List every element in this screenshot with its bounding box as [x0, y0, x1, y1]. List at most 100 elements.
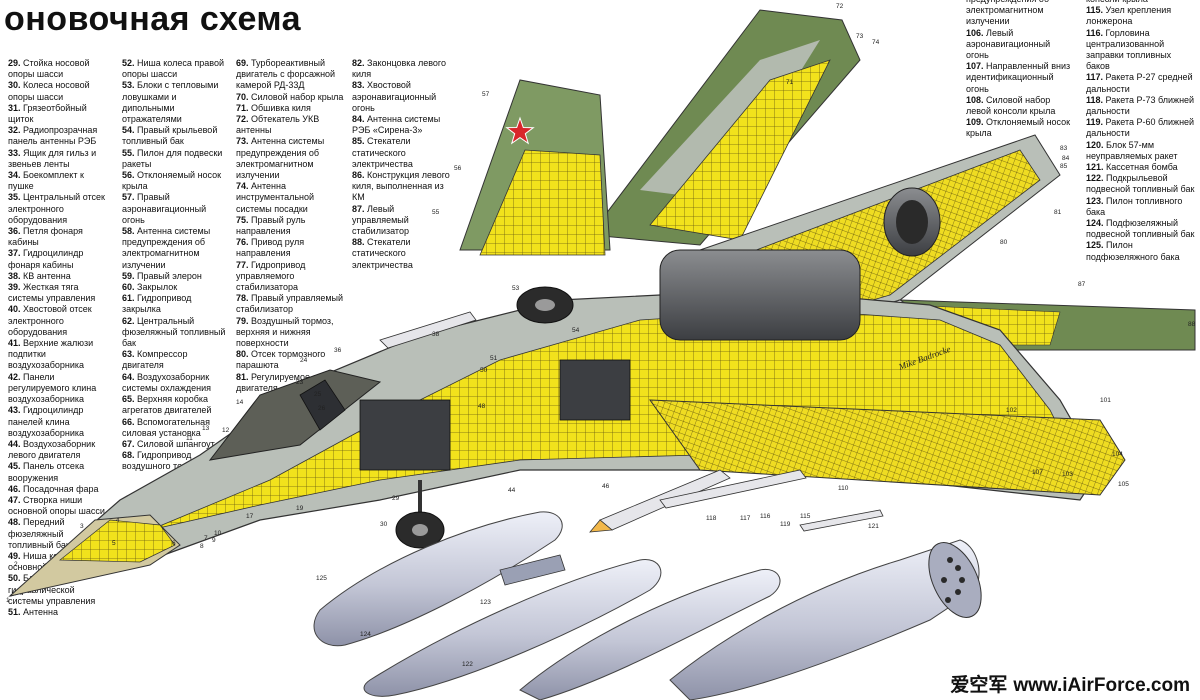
legend-item-number: 45. — [8, 461, 24, 472]
legend-item-text: Центральный фюзеляжный топливный бак — [122, 315, 226, 349]
legend-item: 58. Антенна системы предупреждения об эл… — [122, 226, 230, 271]
legend-item-number: 67. — [122, 438, 138, 449]
legend-item: 117. Ракета Р-27 средней дальности — [1086, 72, 1196, 94]
legend-item-number: 119. — [1086, 117, 1106, 128]
callout-number: 88 — [1188, 321, 1196, 328]
callout-number: 85 — [1060, 163, 1068, 170]
legend-item-number: 63. — [122, 349, 138, 360]
legend-item: 55. Пилон для подвески ракеты — [122, 148, 230, 170]
rocket-pod-tubes — [941, 557, 965, 603]
watermark-cjk: 爱空军 — [950, 674, 1008, 696]
legend-item-text: Верхняя коробка агрегатов двигателей — [122, 394, 212, 416]
legend-item-number: 77. — [236, 259, 252, 270]
callout-number: 8 — [200, 543, 204, 550]
legend-item-text: Гидропривод воздушного тормоза — [122, 450, 208, 472]
avionics-bay-2 — [559, 359, 631, 421]
legend-item-text: Антенна инструментальной системы посадки — [236, 181, 315, 214]
legend-item: 63. Компрессор двигателя — [122, 349, 230, 371]
callout-number: 121 — [868, 523, 879, 530]
legend-item-text: Верхние жалюзи подпитки воздухозаборника — [8, 338, 94, 371]
legend-item: 44. Воздухозаборник левого двигателя — [8, 439, 110, 461]
legend-item: 124. Подфюзеляжный подвесной топливный б… — [1086, 218, 1196, 240]
legend-column-3: 69. Турбореактивный двигатель с форсажно… — [236, 58, 344, 394]
legend-item: 36. Петля фонаря кабины — [8, 226, 110, 248]
legend-column-5: предупреждения об электромагнитном излуч… — [966, 0, 1074, 140]
legend-item-text: КВ антенна — [23, 270, 71, 281]
legend-item-text: Привод руля направления — [236, 237, 305, 259]
legend-item-number: 43. — [8, 405, 24, 416]
legend-item-text: Подкрыльевой подвесной топливный бак — [1086, 173, 1195, 195]
nose-structure — [59, 519, 176, 563]
legend-item: 87. Левый управляемый стабилизатор — [352, 204, 452, 238]
right-fin-structure-cutaway — [649, 59, 831, 241]
legend-item-number: 117. — [1086, 72, 1106, 83]
legend-item-text: Пилон подфюзеляжного бака — [1086, 240, 1180, 262]
legend-item: 76. Привод руля направления — [236, 237, 344, 259]
legend-item-text: Стойка носовой опоры шасси — [8, 58, 90, 80]
callout-number: 119 — [780, 521, 791, 528]
legend-item-text: Закрылок — [137, 282, 178, 293]
callout-number: 105 — [1118, 481, 1129, 488]
legend-item-text: Силовой набор крыла — [251, 91, 344, 102]
left-wing — [648, 399, 1126, 496]
callout-number: 44 — [508, 487, 516, 494]
legend-item-number: 72. — [236, 114, 252, 125]
callout-number: 25 — [314, 391, 322, 398]
legend-item: 121. Кассетная бомба — [1086, 162, 1196, 173]
legend-item-number: 53. — [122, 80, 138, 91]
legend-item-text: Петля фонаря кабины — [8, 226, 83, 248]
legend-item-text: Воздушный тормоз, верхняя и нижняя повер… — [236, 315, 334, 349]
legend-item-text: Ракета Р-27 средней дальности — [1086, 72, 1193, 94]
legend-item: 109. Отклоняемый носок крыла — [966, 117, 1074, 139]
legend-item-text: Вспомогательная силовая установка — [122, 416, 210, 438]
legend-item: 81. Регулируемое сопло двигателя — [236, 372, 344, 394]
legend-item-text: Жесткая тяга системы управления — [8, 282, 96, 304]
callout-number: 5 — [112, 540, 116, 547]
legend-item-text: Правый элерон — [137, 270, 202, 281]
legend-item-number: 48. — [8, 517, 24, 528]
legend-item-text: Колеса носовой опоры шасси — [8, 80, 90, 102]
callout-number: 122 — [462, 661, 473, 668]
missile-under-wing — [379, 311, 477, 349]
legend-item-number: 115. — [1086, 5, 1106, 16]
legend-item-text: Передний фюзеляжный топливный бак — [8, 517, 70, 550]
legend-item-text: Гидропривод управляемого стабилизатора — [236, 259, 306, 293]
legend-item-number: 58. — [122, 226, 138, 237]
legend-item-text: Отклоняемый носок крыла — [966, 117, 1071, 139]
legend-item-text: Пилон топливного бака — [1086, 195, 1183, 217]
legend-item: 85. Стекатели статического электричества — [352, 136, 452, 170]
legend-item-text: Хвостовой аэронавигационный огонь — [352, 80, 437, 113]
page-title: оновочная схема — [4, 0, 302, 38]
legend-item-number: 31. — [8, 102, 24, 113]
legend-item: 62. Центральный фюзеляжный топливный бак — [122, 316, 230, 350]
callout-number: 30 — [380, 521, 388, 528]
legend-item-text: Кассетная бомба — [1106, 162, 1178, 173]
legend-item: 120. Блок 57-мм неуправляемых ракет — [1086, 140, 1196, 162]
legend-item: предупреждения об электромагнитном излуч… — [966, 0, 1074, 28]
legend-item-number: 76. — [236, 237, 252, 248]
nose-gear-hub — [412, 524, 428, 536]
legend-item-text: Воздухозаборник системы охлаждения — [122, 371, 212, 393]
rocket-pod — [669, 539, 980, 700]
legend-item-text: консоли крыла — [1086, 0, 1148, 4]
callout-number: 74 — [872, 39, 880, 46]
legend-item-number: 123. — [1086, 195, 1107, 206]
callout-number: 11 — [186, 435, 193, 442]
legend-item-number: 78. — [236, 293, 252, 304]
legend-item-text: Горловина централизованной заправки топл… — [1086, 27, 1172, 72]
callout-number: 50 — [480, 367, 488, 374]
legend-item: 30. Колеса носовой опоры шасси — [8, 80, 110, 102]
legend-item: 54. Правый крыльевой топливный бак — [122, 125, 230, 147]
callout-number: 71 — [786, 79, 794, 86]
legend-item-text: Направленный вниз идентификационный огон… — [966, 61, 1071, 94]
legend-item: 32. Радиопрозрачная панель антенны РЭБ — [8, 125, 110, 147]
legend-item: 83. Хвостовой аэронавигационный огонь — [352, 80, 452, 114]
legend-item-text: Турбореактивный двигатель с форсажной ка… — [236, 58, 336, 91]
legend-item-number: 88. — [352, 237, 368, 248]
legend-item-text: Правый руль направления — [236, 214, 306, 237]
legend-item-number: 125. — [1086, 240, 1107, 251]
legend-item-number: 44. — [8, 438, 24, 449]
callout-number: 6 — [172, 540, 176, 547]
